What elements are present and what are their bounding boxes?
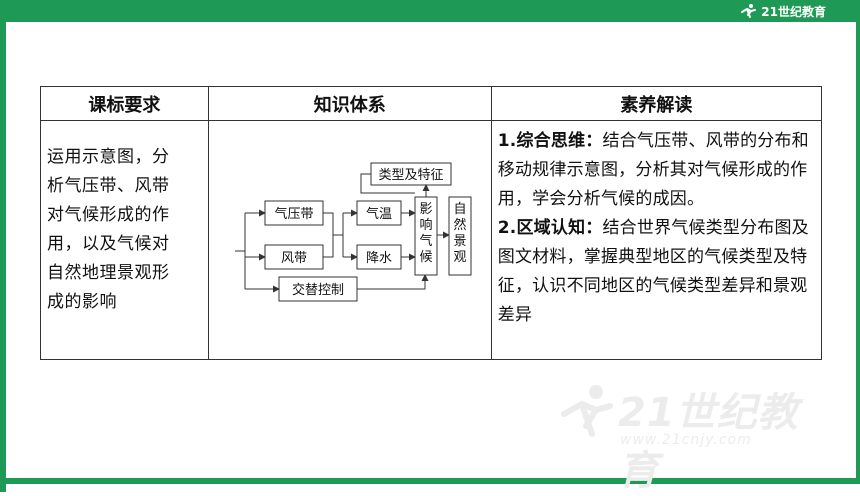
content-table: 课标要求 知识体系 素养解读 运用示意图，分 析气压带、风带 对气候形成的作 用… <box>40 86 823 360</box>
knowledge-flow-diagram: 气压带 风带 交替控制 气温 降水 <box>234 162 472 302</box>
brand-logo: 21世纪教育 <box>739 2 826 20</box>
box-wind-belt <box>264 244 324 270</box>
item2-text: 结合世界气候类型分布图及图文材料，掌握典型地区的气候类型及特征，认识不同地区的气… <box>497 218 809 325</box>
header-requirements: 课标要求 <box>40 86 209 121</box>
watermark-url: www.21cnjy.com <box>620 432 752 448</box>
box-alternate-control <box>278 276 358 302</box>
table-row: 运用示意图，分 析气压带、风带 对气候形成的作 用，以及气候对 自然地理景观形 … <box>40 120 823 360</box>
svg-text:候: 候 <box>419 250 432 265</box>
requirement-line: 成的影响 <box>47 292 117 312</box>
box-type-label: 类型及特征 <box>378 168 443 183</box>
svg-text:景: 景 <box>453 234 466 249</box>
svg-text:响: 响 <box>419 217 432 233</box>
header-interpretation: 素养解读 <box>490 86 823 121</box>
item2-heading: 2.区域认知： <box>497 218 603 238</box>
box-temperature <box>356 200 402 226</box>
svg-text:然: 然 <box>453 217 466 233</box>
brand-name: 21世纪教育 <box>761 4 826 19</box>
svg-text:自: 自 <box>453 202 466 217</box>
arrow-type-link <box>360 173 415 194</box>
item1-text: 结合气压带、风带的分布和移动规律示意图，分析其对气候形成的作用，学会分析气候的成… <box>497 131 809 209</box>
top-bar: 21世纪教育 <box>0 0 860 22</box>
box-alternate-label: 交替控制 <box>292 282 344 298</box>
table-header-row: 课标要求 知识体系 素养解读 <box>40 86 823 121</box>
requirement-line: 用，以及气候对 <box>47 234 170 254</box>
box-precip-label: 降水 <box>366 251 392 266</box>
watermark: 21世纪教育 www.21cnjy.com <box>556 376 836 494</box>
svg-text:影: 影 <box>419 202 432 217</box>
box-natural-landscape <box>448 196 472 276</box>
bottom-accent <box>0 478 860 484</box>
box-wind-label: 风带 <box>281 251 307 266</box>
item1-heading: 1.综合思维： <box>497 131 603 151</box>
svg-text:气: 气 <box>419 233 432 249</box>
runner-icon <box>741 4 757 18</box>
requirement-line: 自然地理景观形 <box>47 263 170 283</box>
requirement-line: 对气候形成的作 <box>47 205 170 225</box>
box-pressure-belt <box>264 200 324 226</box>
interpretation-cell: 1.综合思维：结合气压带、风带的分布和移动规律示意图，分析其对气候形成的作用，学… <box>490 120 823 360</box>
knowledge-diagram-cell: 气压带 风带 交替控制 气温 降水 <box>207 120 492 360</box>
requirement-line: 运用示意图，分 <box>47 147 170 167</box>
header-knowledge-system: 知识体系 <box>207 86 492 121</box>
middle-bracket-line <box>322 212 334 258</box>
box-pressure-label: 气压带 <box>274 206 313 222</box>
requirement-line: 析气压带、风带 <box>47 176 170 196</box>
box-temp-label: 气温 <box>366 206 392 222</box>
arrow-alternate-to-impact <box>356 274 429 290</box>
requirements-cell: 运用示意图，分 析气压带、风带 对气候形成的作 用，以及气候对 自然地理景观形 … <box>40 120 209 360</box>
left-accent <box>0 22 6 492</box>
right-accent <box>856 22 860 484</box>
box-precipitation <box>356 244 402 270</box>
left-bracket-line <box>234 213 246 289</box>
watermark-runner-icon <box>561 385 613 437</box>
svg-text:观: 观 <box>453 250 466 265</box>
